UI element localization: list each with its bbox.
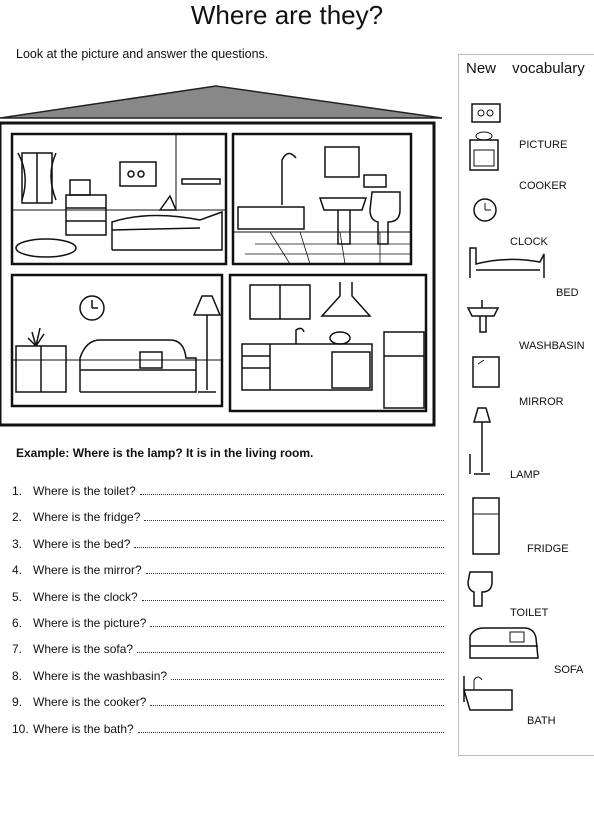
- mirror-icon: [472, 356, 500, 388]
- vocabulary-title: New vocabulary: [466, 60, 585, 77]
- question-text: Where is the toilet?: [33, 484, 136, 498]
- rug: [15, 238, 77, 258]
- bed-icon: [469, 247, 545, 278]
- answer-line[interactable]: [141, 590, 444, 601]
- living-room: [10, 273, 224, 408]
- kitchen: [228, 273, 428, 413]
- toilet-icon: [467, 571, 493, 607]
- question-item: 3.Where is the bed?: [12, 537, 444, 563]
- answer-line[interactable]: [134, 537, 444, 548]
- question-item: 5.Where is the clock?: [12, 590, 444, 616]
- question-item: 7.Where is the sofa?: [12, 642, 444, 668]
- question-text: Where is the clock?: [33, 589, 138, 604]
- bath-icon: [462, 676, 513, 711]
- page-title: Where are they?: [190, 0, 384, 30]
- lamp-icon: [469, 407, 491, 475]
- question-item: 4.Where is the mirror?: [12, 563, 444, 589]
- vocab-word-clock: CLOCK: [510, 236, 548, 248]
- example-sentence: Example: Where is the lamp? It is in the…: [16, 446, 314, 460]
- question-text: Where is the bath?: [33, 721, 134, 736]
- answer-line[interactable]: [139, 484, 444, 495]
- vocab-word-fridge: FRIDGE: [527, 543, 569, 555]
- picture-frame: [119, 161, 157, 187]
- bed: [111, 210, 223, 251]
- vocab-word-bath: BATH: [527, 715, 556, 727]
- question-text: Where is the washbasin?: [33, 668, 168, 683]
- fridge: [383, 331, 425, 409]
- bathroom: [231, 132, 413, 266]
- question-item: 2.Where is the fridge?: [12, 510, 444, 536]
- sofa: [79, 339, 197, 393]
- answer-line[interactable]: [150, 616, 444, 627]
- vocab-word-picture: PICTURE: [519, 139, 568, 151]
- question-text: Where is the mirror?: [33, 563, 142, 578]
- vocab-word-lamp: LAMP: [510, 469, 540, 481]
- question-item: 9.Where is the cooker?: [12, 695, 444, 721]
- floor-lamp: [192, 295, 222, 393]
- vocab-word-cooker: COOKER: [519, 180, 567, 192]
- washbasin-icon: [466, 300, 500, 333]
- washbasin: [318, 197, 368, 245]
- wall-clock: [79, 295, 105, 321]
- bathroom-mirror: [324, 146, 360, 178]
- bedroom: [10, 132, 228, 266]
- clock-icon: [473, 198, 497, 222]
- question-item: 10.Where is the bath?: [12, 722, 444, 748]
- question-text: Where is the picture?: [33, 615, 147, 630]
- roof: [0, 85, 443, 119]
- plant: [27, 327, 45, 347]
- vocabulary-panel: [458, 54, 594, 756]
- answer-line[interactable]: [144, 510, 444, 522]
- instruction-text: Look at the picture and answer the quest…: [16, 47, 269, 61]
- house-illustration: [0, 85, 443, 427]
- fridge-icon: [472, 497, 500, 555]
- question-item: 1.Where is the toilet?: [12, 484, 444, 510]
- cooker: [331, 351, 371, 389]
- vocab-word-toilet: TOILET: [510, 607, 549, 619]
- bath: [237, 206, 305, 230]
- cooker-icon: [469, 131, 499, 171]
- vocab-word-mirror: MIRROR: [519, 396, 564, 408]
- answer-line[interactable]: [171, 669, 444, 680]
- vocab-word-sofa: SOFA: [554, 664, 584, 676]
- cooker-hood: [320, 282, 372, 317]
- vocab-word-bed: BED: [556, 287, 579, 299]
- question-text: Where is the cooker?: [33, 695, 147, 710]
- answer-line[interactable]: [145, 563, 444, 575]
- shelf: [181, 178, 221, 185]
- question-item: 8.Where is the washbasin?: [12, 669, 444, 695]
- question-text: Where is the fridge?: [33, 510, 141, 525]
- answer-line[interactable]: [137, 722, 444, 733]
- question-item: 6.Where is the picture?: [12, 616, 444, 642]
- question-text: Where is the sofa?: [33, 642, 134, 657]
- toilet: [369, 191, 401, 245]
- question-text: Where is the bed?: [33, 536, 131, 551]
- sofa-icon: [469, 627, 539, 659]
- vocab-word-washbasin: WASHBASIN: [519, 340, 585, 352]
- counter: [241, 343, 373, 391]
- answer-line[interactable]: [150, 695, 444, 707]
- answer-line[interactable]: [137, 642, 444, 654]
- picture-icon: [471, 103, 501, 123]
- question-list: 1.Where is the toilet? 2.Where is the fr…: [12, 484, 444, 748]
- bedside-lamp: [158, 194, 178, 211]
